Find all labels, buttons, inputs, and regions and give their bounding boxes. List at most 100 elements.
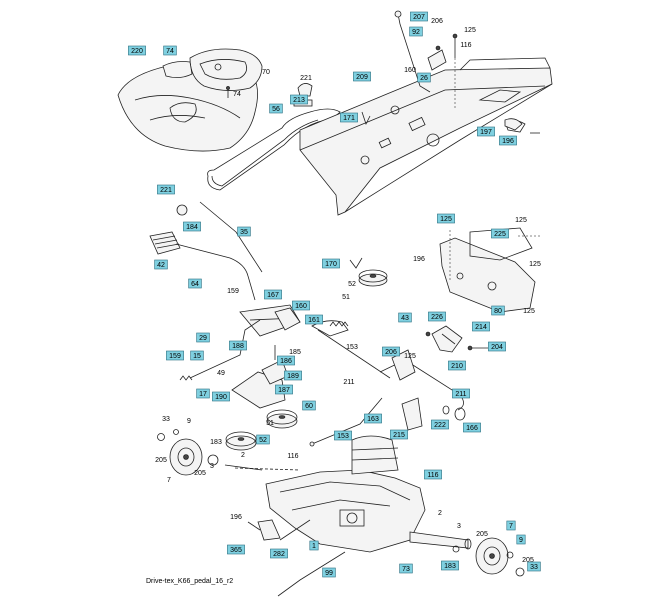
- callout-number: 166: [466, 425, 478, 432]
- callout-64: 64: [188, 278, 202, 289]
- callout-220: 220: [128, 45, 146, 56]
- callout-number: 209: [356, 74, 368, 81]
- callout-99: 99: [322, 567, 336, 578]
- transaxle: [265, 435, 426, 553]
- callout-160: 160: [404, 67, 416, 74]
- callout-196: 196: [413, 256, 425, 263]
- callout-number: 43: [401, 315, 409, 322]
- bracket-26: [427, 45, 447, 71]
- callout-number: 60: [305, 403, 313, 410]
- callout-number: 80: [494, 308, 502, 315]
- callout-171: 171: [340, 112, 358, 123]
- callout-35: 35: [237, 226, 251, 237]
- callout-92: 92: [409, 26, 423, 37]
- callout-number: 125: [515, 217, 527, 224]
- callout-42: 42: [154, 259, 168, 270]
- speed-lever-assembly: [239, 304, 391, 379]
- callout-80: 80: [491, 305, 505, 316]
- callout-number: 159: [169, 353, 181, 360]
- callout-167: 167: [264, 289, 282, 300]
- callout-number: 167: [267, 292, 279, 299]
- callout-number: 205: [155, 457, 167, 464]
- callout-52: 52: [348, 281, 356, 288]
- callout-number: 33: [530, 564, 538, 571]
- callout-74: 74: [163, 45, 177, 56]
- bracket-282: [247, 519, 281, 541]
- callout-197: 197: [477, 126, 495, 137]
- callout-74: 74: [233, 91, 241, 98]
- callout-166: 166: [463, 422, 481, 433]
- callout-226: 226: [428, 311, 446, 322]
- callout-number: 171: [343, 115, 355, 122]
- callout-73: 73: [399, 563, 413, 574]
- rod-210: [379, 349, 464, 411]
- callout-number: 29: [199, 335, 207, 342]
- callout-number: 153: [337, 433, 349, 440]
- callout-number: 206: [385, 349, 397, 356]
- callout-52: 52: [256, 434, 270, 445]
- callout-222: 222: [431, 419, 449, 430]
- callout-number: 52: [348, 281, 356, 288]
- callout-33: 33: [527, 561, 541, 572]
- callout-number: 125: [440, 216, 452, 223]
- callout-number: 161: [308, 317, 320, 324]
- callout-number: 9: [519, 537, 523, 544]
- bolt-125-116: [452, 33, 458, 110]
- callout-196: 196: [499, 135, 517, 146]
- callout-33: 33: [162, 416, 170, 423]
- callout-9: 9: [516, 534, 526, 545]
- handle-grip: [149, 231, 181, 255]
- callout-205: 205: [476, 531, 488, 538]
- callout-51: 51: [342, 294, 350, 301]
- callout-183: 183: [441, 560, 459, 571]
- callout-170: 170: [322, 258, 340, 269]
- brake-pedal: [425, 325, 463, 353]
- callout-211: 211: [452, 388, 470, 399]
- callout-number: 170: [325, 261, 337, 268]
- callout-125: 125: [464, 27, 476, 34]
- callout-number: 2: [438, 510, 442, 517]
- pulley-52-lower: [225, 431, 257, 451]
- callout-17: 17: [196, 388, 210, 399]
- callout-number: 282: [273, 551, 285, 558]
- callout-210: 210: [448, 360, 466, 371]
- callout-163: 163: [364, 413, 382, 424]
- callout-9: 9: [187, 418, 191, 425]
- callout-number: 26: [420, 75, 428, 82]
- callout-153: 153: [346, 344, 358, 351]
- callout-159: 159: [227, 288, 239, 295]
- fastener-170: [349, 257, 363, 269]
- callout-number: 196: [230, 514, 242, 521]
- callout-number: 56: [272, 106, 280, 113]
- callout-number: 222: [434, 422, 446, 429]
- seat-pad: [162, 61, 193, 78]
- callout-125: 125: [404, 353, 416, 360]
- callout-number: 211: [455, 391, 466, 398]
- callout-number: 163: [367, 416, 379, 423]
- callout-196: 196: [230, 514, 242, 521]
- callout-number: 51: [342, 294, 350, 301]
- callout-125: 125: [515, 217, 527, 224]
- callout-209: 209: [353, 71, 371, 82]
- spring-161: [329, 321, 349, 327]
- callout-207: 207: [410, 11, 428, 22]
- callout-number: 73: [402, 566, 410, 573]
- callout-number: 205: [194, 470, 206, 477]
- callout-number: 15: [193, 353, 201, 360]
- callout-number: 210: [451, 363, 463, 370]
- callout-206: 206: [431, 18, 443, 25]
- callout-number: 9: [187, 418, 191, 425]
- callout-number: 52: [259, 437, 267, 444]
- callout-116: 116: [460, 42, 471, 49]
- callout-number: 33: [162, 416, 170, 423]
- callout-215: 215: [390, 429, 408, 440]
- callout-56: 56: [269, 103, 283, 114]
- callout-221: 221: [300, 75, 312, 82]
- callout-number: 211: [343, 379, 354, 386]
- callout-183: 183: [210, 439, 222, 446]
- callout-number: 185: [289, 349, 301, 356]
- callout-159: 159: [166, 350, 184, 361]
- callout-7: 7: [506, 520, 516, 531]
- callout-205: 205: [522, 557, 534, 564]
